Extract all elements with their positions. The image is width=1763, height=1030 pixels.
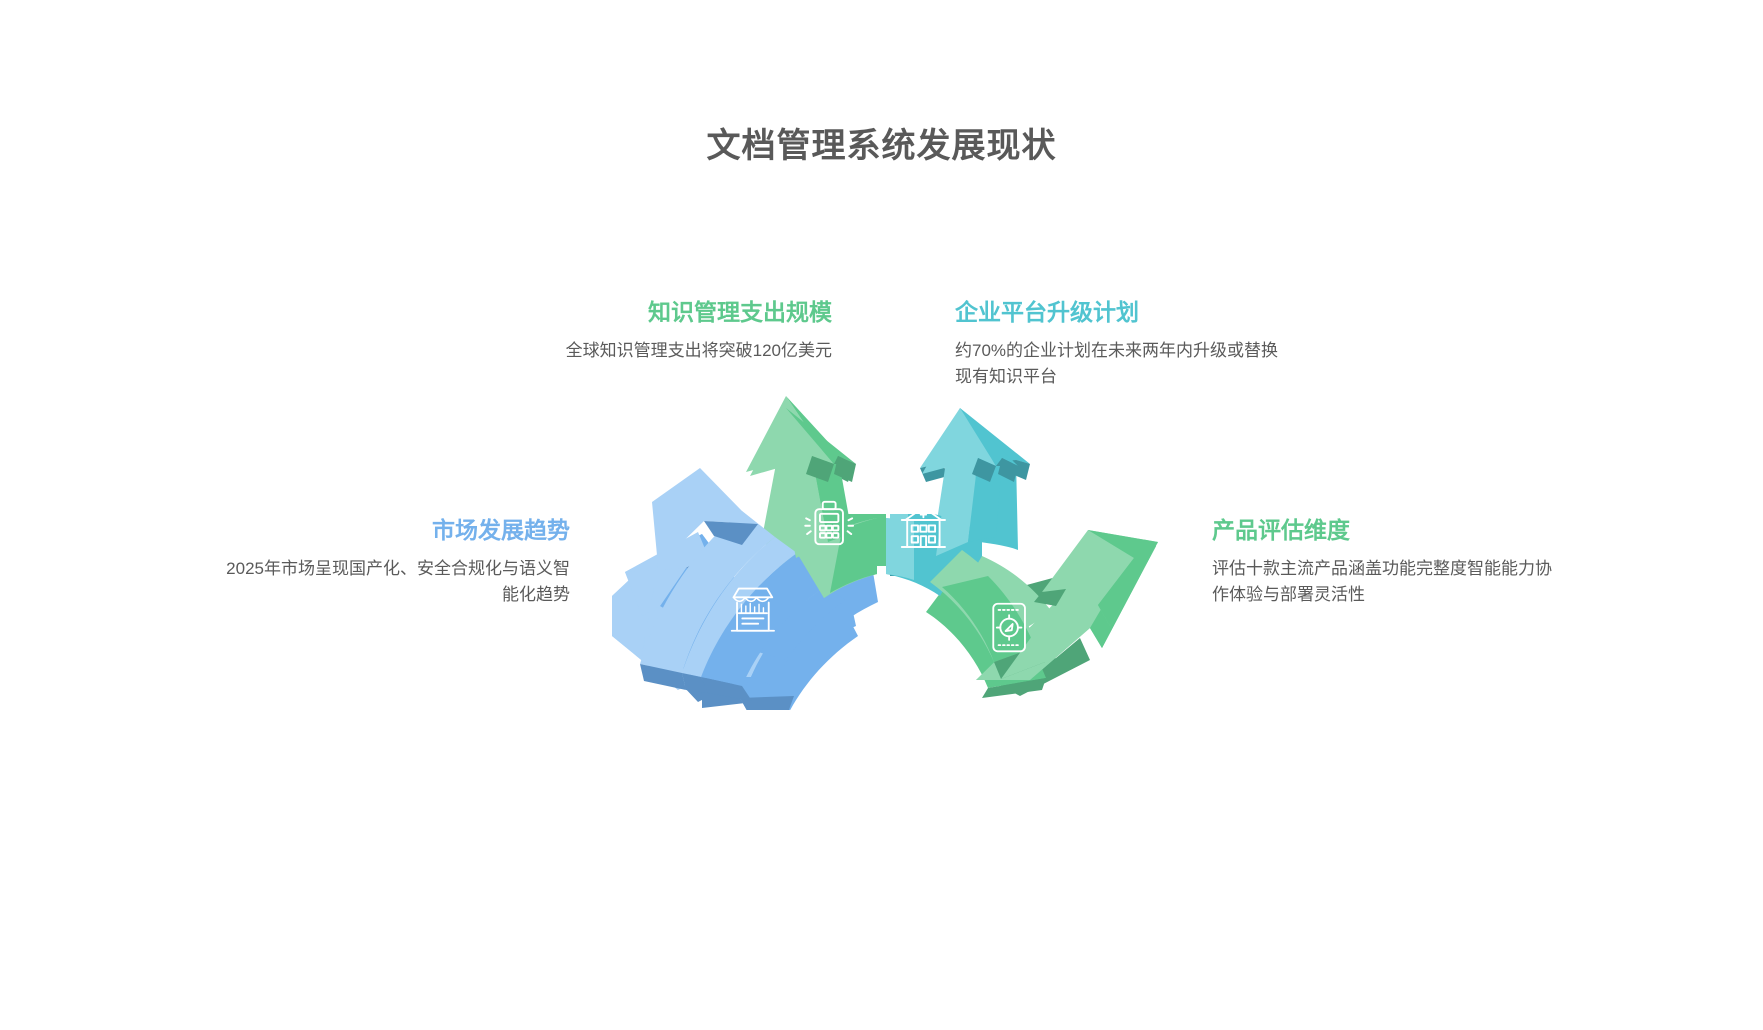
label-body-market-trend: 2025年市场呈现国产化、安全合规化与语义智能化趋势 (226, 558, 570, 605)
label-heading-platform-upgrade: 企业平台升级计划 (955, 299, 1139, 325)
label-heading-knowledge-spend: 知识管理支出规模 (648, 299, 832, 325)
page-title: 文档管理系统发展现状 (706, 127, 1057, 165)
label-heading-market-trend: 市场发展趋势 (432, 517, 570, 543)
branch-blue[interactable] (622, 468, 858, 710)
label-body-platform-upgrade: 约70%的企业计划在未来两年内升级或替换现有知识平台 (955, 340, 1279, 387)
radial-arrow-diagram (590, 390, 1180, 710)
label-block-product-eval: 产品评估维度 评估十款主流产品涵盖功能完整度智能能力协作体验与部署灵活性 (1212, 516, 1612, 608)
label-body-knowledge-spend: 全球知识管理支出将突破120亿美元 (565, 340, 832, 360)
label-heading-product-eval: 产品评估维度 (1212, 517, 1350, 543)
branch-green-left[interactable] (750, 408, 881, 600)
label-body-product-eval: 评估十款主流产品涵盖功能完整度智能能力协作体验与部署灵活性 (1212, 558, 1552, 605)
label-block-market-trend: 市场发展趋势 2025年市场呈现国产化、安全合规化与语义智能化趋势 (150, 516, 570, 608)
label-block-platform-upgrade: 企业平台升级计划 约70%的企业计划在未来两年内升级或替换现有知识平台 (955, 298, 1375, 390)
branch-green-right[interactable] (930, 530, 1158, 679)
branch-teal[interactable] (886, 408, 1018, 596)
label-block-knowledge-spend: 知识管理支出规模 全球知识管理支出将突破120亿美元 (366, 298, 832, 364)
